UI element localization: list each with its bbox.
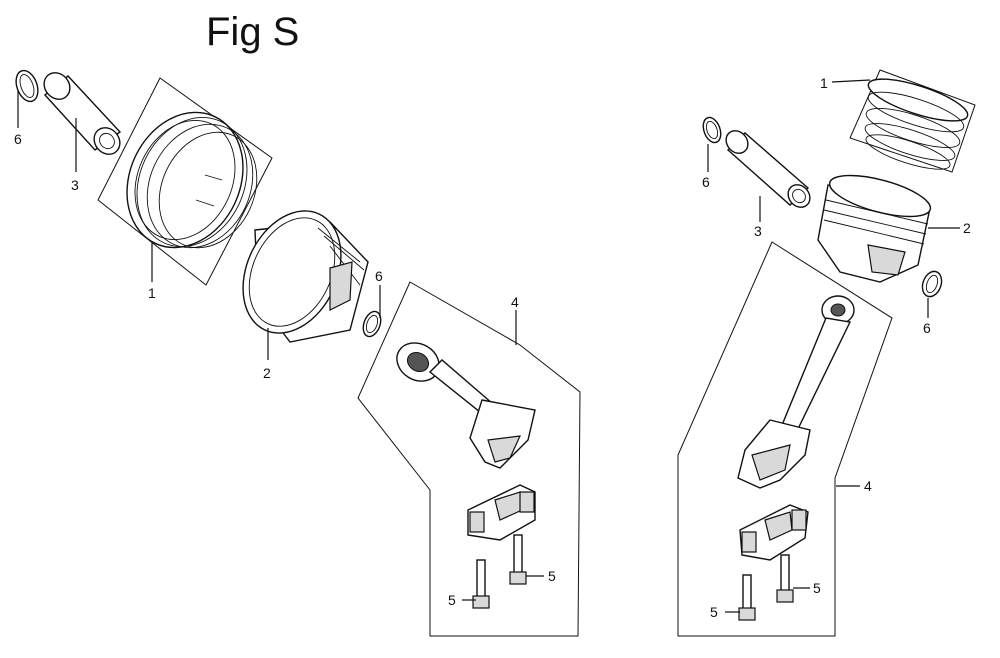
left-circlip-top bbox=[15, 69, 39, 103]
left-assembly: 6 3 1 2 6 4 5 5 bbox=[14, 69, 581, 637]
left-rod-box bbox=[357, 281, 581, 637]
left-circlip-bottom bbox=[362, 310, 382, 338]
figure-title: Fig S bbox=[206, 10, 300, 54]
right-connecting-rod bbox=[737, 295, 855, 489]
left-bolt-b bbox=[509, 534, 527, 585]
right-circlip-bottom bbox=[921, 270, 943, 298]
left-piston-rings bbox=[126, 111, 258, 249]
right-rod-cap bbox=[739, 504, 809, 561]
callout-left-ring-set: 1 bbox=[148, 285, 156, 301]
left-ring-set-box bbox=[97, 77, 273, 286]
callout-right-ring-set: 1 bbox=[820, 75, 828, 91]
callout-left-bolt-b: 5 bbox=[448, 592, 456, 608]
left-piston-pin bbox=[43, 72, 122, 155]
callout-left-pin: 3 bbox=[71, 177, 79, 193]
callout-right-rod: 4 bbox=[864, 478, 872, 494]
callout-left-clip-b: 6 bbox=[375, 268, 383, 284]
callout-right-clip-a: 6 bbox=[702, 174, 710, 190]
callout-left-rod: 4 bbox=[511, 294, 519, 310]
callout-right-bolt-a: 5 bbox=[813, 580, 821, 596]
callout-right-bolt-b: 5 bbox=[710, 604, 718, 620]
right-bolt-a bbox=[776, 554, 794, 603]
callout-right-pin: 3 bbox=[754, 223, 762, 239]
callout-left-piston: 2 bbox=[263, 365, 271, 381]
left-connecting-rod bbox=[396, 342, 536, 469]
right-piston-rings bbox=[864, 78, 969, 170]
left-bolt-a bbox=[472, 559, 490, 609]
right-circlip-top bbox=[702, 116, 722, 144]
callout-left-bolt-a: 5 bbox=[548, 568, 556, 584]
right-piston bbox=[817, 174, 932, 283]
right-rod-box bbox=[677, 241, 893, 637]
left-rod-cap bbox=[467, 484, 536, 541]
callout-left-clip-a: 6 bbox=[14, 131, 22, 147]
callout-right-piston: 2 bbox=[963, 220, 971, 236]
right-piston-pin bbox=[725, 130, 811, 208]
right-bolt-b bbox=[738, 574, 756, 621]
right-ring-set-box bbox=[849, 69, 976, 173]
callout-right-clip-b: 6 bbox=[923, 320, 931, 336]
right-assembly: 1 6 3 2 6 4 5 5 bbox=[677, 69, 976, 637]
left-piston bbox=[242, 210, 369, 343]
